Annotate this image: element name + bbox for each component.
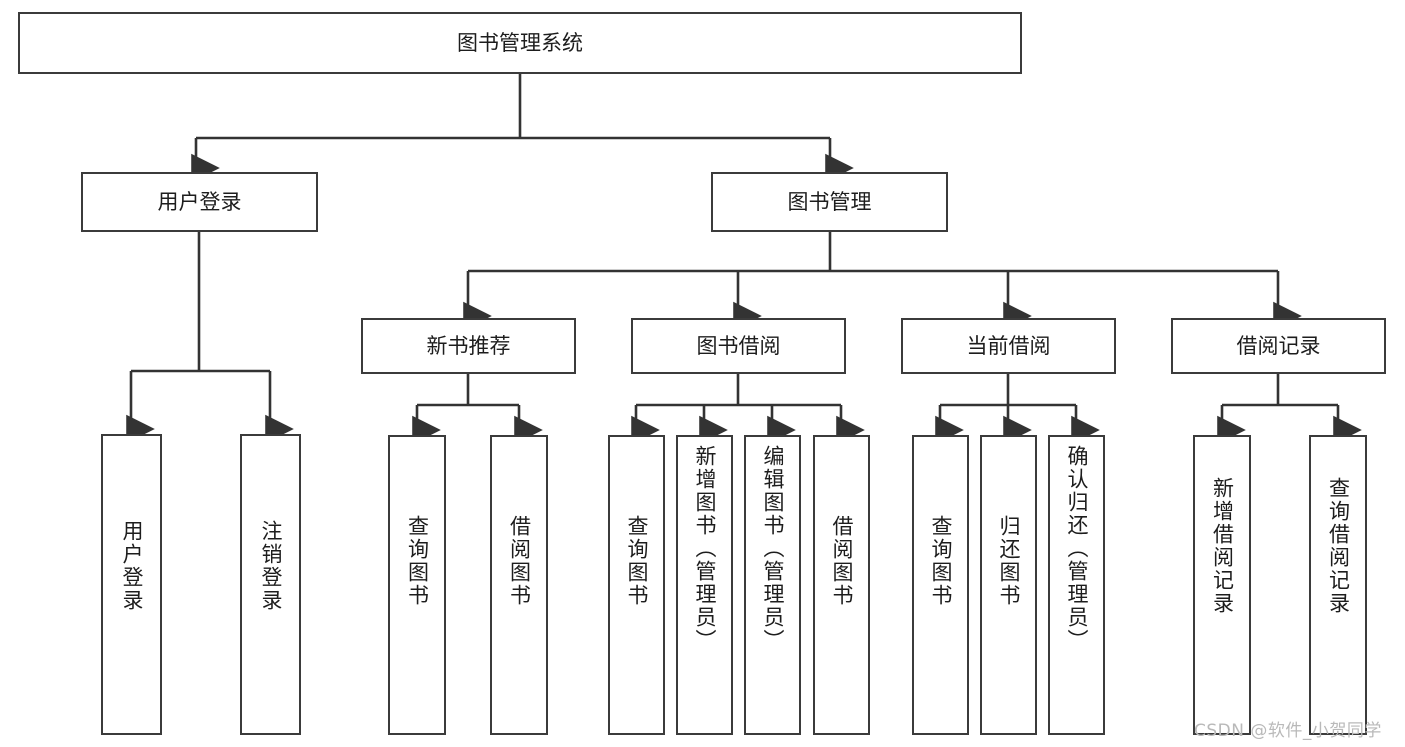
node-new-book-recommend[interactable]: 新书推荐 — [361, 318, 576, 374]
node-label: 借阅记录 — [1236, 333, 1321, 358]
node-label: 借阅图书 — [507, 515, 532, 607]
node-label: 注销登录 — [259, 520, 283, 612]
leaf-book-borrow-edit-book-admin[interactable]: 编辑图书（管理员） — [744, 435, 801, 735]
node-root-system[interactable]: 图书管理系统 — [18, 12, 1022, 74]
csdn-watermark: CSDN @软件_小贺同学 — [1194, 721, 1382, 741]
node-label: 当前借阅 — [966, 333, 1051, 358]
node-label: 新增借阅记录 — [1210, 477, 1235, 615]
leaf-current-borrow-return-books[interactable]: 归还图书 — [980, 435, 1037, 735]
leaf-user-login-logout[interactable]: 注销登录 — [240, 434, 301, 735]
leaf-borrow-records-add-record[interactable]: 新增借阅记录 — [1193, 435, 1251, 735]
leaf-new-book-query-books[interactable]: 查询图书 — [388, 435, 446, 735]
leaf-book-borrow-add-book-admin[interactable]: 新增图书（管理员） — [676, 435, 733, 735]
node-book-management[interactable]: 图书管理 — [711, 172, 948, 232]
node-book-borrow[interactable]: 图书借阅 — [631, 318, 846, 374]
node-label: 查询图书 — [405, 515, 430, 607]
node-label: 查询借阅记录 — [1326, 477, 1351, 615]
leaf-user-login-login[interactable]: 用户登录 — [101, 434, 162, 735]
node-label: 归还图书 — [997, 515, 1021, 607]
node-label: 图书管理 — [787, 189, 872, 214]
node-label: 图书借阅 — [696, 333, 781, 358]
node-label: 图书管理系统 — [457, 30, 583, 55]
node-label: 查询图书 — [625, 515, 649, 607]
leaf-book-borrow-query-books[interactable]: 查询图书 — [608, 435, 665, 735]
node-label: 用户登录 — [157, 189, 242, 214]
node-current-borrow[interactable]: 当前借阅 — [901, 318, 1116, 374]
leaf-current-borrow-confirm-return-admin[interactable]: 确认归还（管理员） — [1048, 435, 1105, 735]
node-label: 用户登录 — [120, 520, 144, 612]
node-label: 确认归还（管理员） — [1065, 445, 1089, 652]
leaf-borrow-records-query-record[interactable]: 查询借阅记录 — [1309, 435, 1367, 735]
node-user-login[interactable]: 用户登录 — [81, 172, 318, 232]
leaf-current-borrow-query-books[interactable]: 查询图书 — [912, 435, 969, 735]
node-borrow-records[interactable]: 借阅记录 — [1171, 318, 1386, 374]
node-label: 编辑图书（管理员） — [761, 445, 785, 652]
node-label: 查询图书 — [929, 515, 953, 607]
node-label: 新增图书（管理员） — [693, 445, 717, 652]
node-label: 借阅图书 — [830, 515, 854, 607]
leaf-book-borrow-borrow-books[interactable]: 借阅图书 — [813, 435, 870, 735]
leaf-new-book-borrow-books[interactable]: 借阅图书 — [490, 435, 548, 735]
node-label: 新书推荐 — [426, 333, 511, 358]
